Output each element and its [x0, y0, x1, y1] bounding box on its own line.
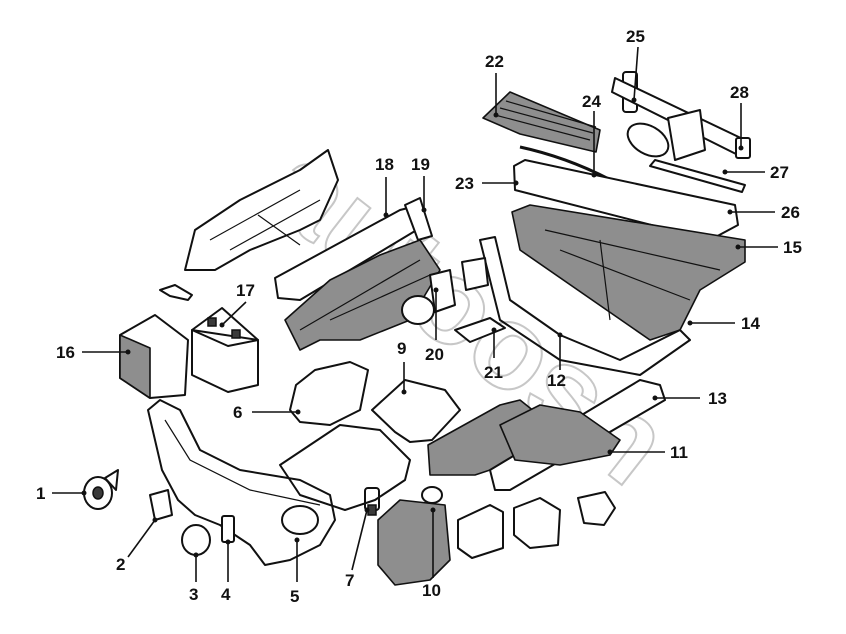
- callout-12: 12: [547, 371, 566, 390]
- callout-11: 11: [670, 443, 688, 462]
- callout-3: 3: [189, 585, 198, 604]
- callout-28: 28: [730, 83, 749, 102]
- part-15-firewall: [511, 204, 746, 341]
- clip-bracket: [159, 284, 193, 301]
- part-11-crossmember: [499, 404, 621, 466]
- callout-9: 9: [397, 339, 406, 358]
- callout-22: 22: [485, 52, 504, 71]
- front-subframe: [147, 399, 336, 566]
- callout-27: 27: [770, 163, 789, 182]
- callout-24: 24: [582, 92, 601, 111]
- callout-4: 4: [221, 585, 231, 604]
- callout-6: 6: [233, 403, 242, 422]
- part-7-sensor: [364, 487, 380, 516]
- callout-19: 19: [411, 155, 430, 174]
- part-4-bracket: [221, 515, 235, 543]
- callout-10: 10: [422, 581, 441, 600]
- callout-5: 5: [290, 587, 299, 606]
- part-3-mount: [181, 524, 211, 556]
- callout-labels: 1 2 3 4 5 6 7 9 10 11 12 13 14 15 16 17 …: [36, 27, 802, 606]
- part-23-cowl-panel: [513, 159, 739, 241]
- bracket-small-c: [577, 491, 616, 526]
- leader-dots: [81, 97, 744, 558]
- bracket-small-a: [457, 504, 504, 559]
- callout-1: 1: [36, 484, 45, 503]
- part-22-cowl-grille: [482, 91, 601, 153]
- left-inner-fender: [184, 149, 339, 271]
- callout-26: 26: [781, 203, 800, 222]
- callout-17: 17: [236, 281, 255, 300]
- part-17-battery: [191, 307, 259, 393]
- part-9-floor-bracket: [371, 379, 461, 443]
- part-19-rail-extension: [404, 197, 433, 241]
- callout-15: 15: [783, 238, 802, 257]
- callout-21: 21: [484, 363, 503, 382]
- part-21-bracket: [454, 317, 506, 343]
- part-18-front-rail: [274, 204, 441, 351]
- callout-16: 16: [56, 343, 75, 362]
- callout-2: 2: [116, 555, 125, 574]
- callout-23: 23: [455, 174, 474, 193]
- part-6-bracket: [289, 361, 369, 426]
- part-14-bulkhead-frame: [479, 236, 691, 376]
- part-27-wiper-arm: [649, 159, 746, 193]
- part-2-clip: [149, 489, 173, 521]
- part-1-horn: [83, 469, 119, 510]
- callout-20: 20: [425, 345, 444, 364]
- engine-bay-floor: [279, 424, 411, 511]
- callout-14: 14: [741, 314, 760, 333]
- callout-13: 13: [708, 389, 727, 408]
- part-16-battery-cover: [119, 314, 189, 399]
- callout-7: 7: [345, 571, 354, 590]
- part-10-washer-reservoir: [377, 486, 451, 586]
- part-25-wiper-motor: [611, 71, 751, 161]
- callout-18: 18: [375, 155, 394, 174]
- leader-lines: [52, 46, 778, 582]
- callout-25: 25: [626, 27, 645, 46]
- bracket-small-b: [513, 497, 561, 549]
